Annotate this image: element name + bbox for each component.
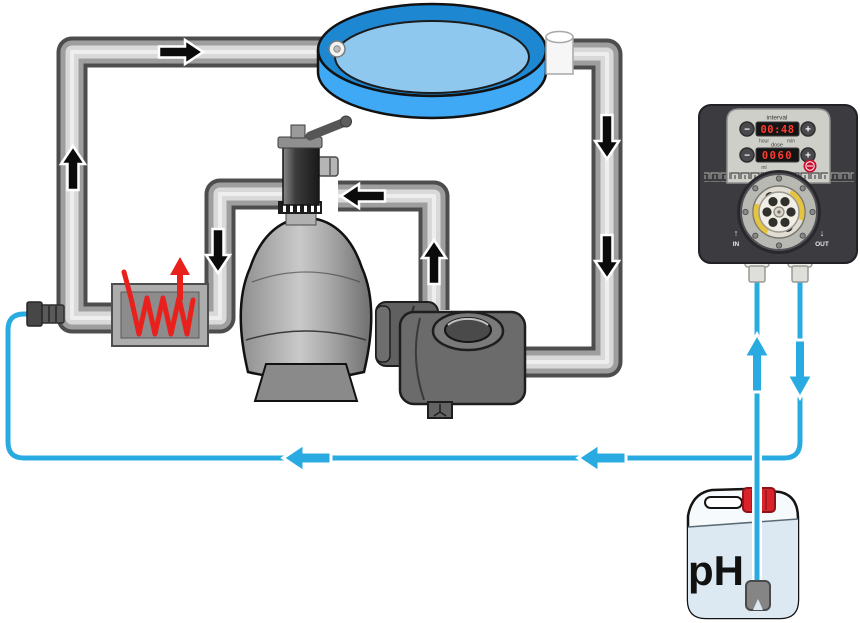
flow-arrow-blue-up: [741, 330, 773, 394]
dose-label: dose: [771, 143, 783, 149]
peristaltic-head: [737, 170, 821, 254]
interval-unit-min: min: [787, 139, 795, 145]
suction-strainer: [745, 580, 771, 611]
dose-display: [755, 147, 800, 163]
interval-label: interval: [767, 115, 789, 122]
pool-skimmer-fitting: [545, 30, 574, 75]
dose-minus-button[interactable]: [739, 147, 755, 163]
pump: [375, 301, 527, 419]
dose-unit-ml: ml: [761, 165, 766, 171]
sand-filter: [239, 115, 373, 402]
injection-fitting: [26, 301, 65, 327]
flow-arrow-black-down-right-1: [592, 113, 622, 162]
flow-arrow-black-up-riser: [419, 237, 449, 286]
valve-handle: [305, 117, 350, 141]
ph-canister: [686, 487, 800, 620]
multiport-valve: [277, 115, 352, 226]
dose-plus-glyph: +: [805, 151, 811, 162]
interval-minus-glyph: −: [744, 125, 750, 136]
dose-value: 0060: [762, 150, 793, 162]
heater: [111, 257, 209, 347]
dosing-pump: interval 00:48 − + hour min dose 0060 − …: [698, 104, 858, 283]
flow-arrow-black-down-right-2: [592, 233, 622, 282]
flow-arrow-black-up-left: [58, 143, 88, 192]
meander-decor-left: [704, 172, 727, 182]
out-port-label: OUT: [815, 241, 829, 248]
flow-arrow-blue-left-2: [575, 441, 628, 475]
heater-coil: [121, 269, 196, 337]
flow-arrow-blue-left-1: [280, 441, 333, 475]
interval-plus-button[interactable]: [800, 121, 816, 137]
filter-base: [253, 363, 359, 402]
flow-arrow-black-right: [157, 37, 206, 67]
meander-decor-right: [831, 172, 854, 182]
dosing-out-tube: [3, 278, 805, 463]
interval-plus-glyph: +: [805, 125, 811, 136]
out-arrow-icon: ↓: [820, 228, 825, 238]
flow-arrow-black-down-valve: [203, 227, 233, 276]
filter-tank: [239, 216, 373, 381]
flow-arrow-blue-down: [784, 338, 816, 402]
in-arrow-icon: ↑: [734, 228, 739, 238]
pipe-pool-to-pump: [497, 38, 623, 378]
interval-unit-hour: hour: [759, 139, 769, 145]
interval-value: 00:48: [760, 124, 794, 136]
in-port-label: IN: [733, 241, 740, 248]
interval-minus-button[interactable]: [739, 121, 755, 137]
canister-handle-hole: [704, 496, 743, 509]
heat-arrow: [170, 257, 190, 300]
interval-display: [755, 121, 800, 137]
pool: [316, 2, 548, 120]
canister-label: pH: [688, 547, 744, 594]
valve-body: [282, 144, 320, 206]
dose-minus-glyph: −: [744, 151, 750, 162]
pool-water: [334, 20, 530, 94]
pipe-flow-arrows: [58, 37, 622, 286]
certification-badge: [803, 159, 817, 173]
flow-arrow-black-left-valve: [338, 181, 387, 211]
